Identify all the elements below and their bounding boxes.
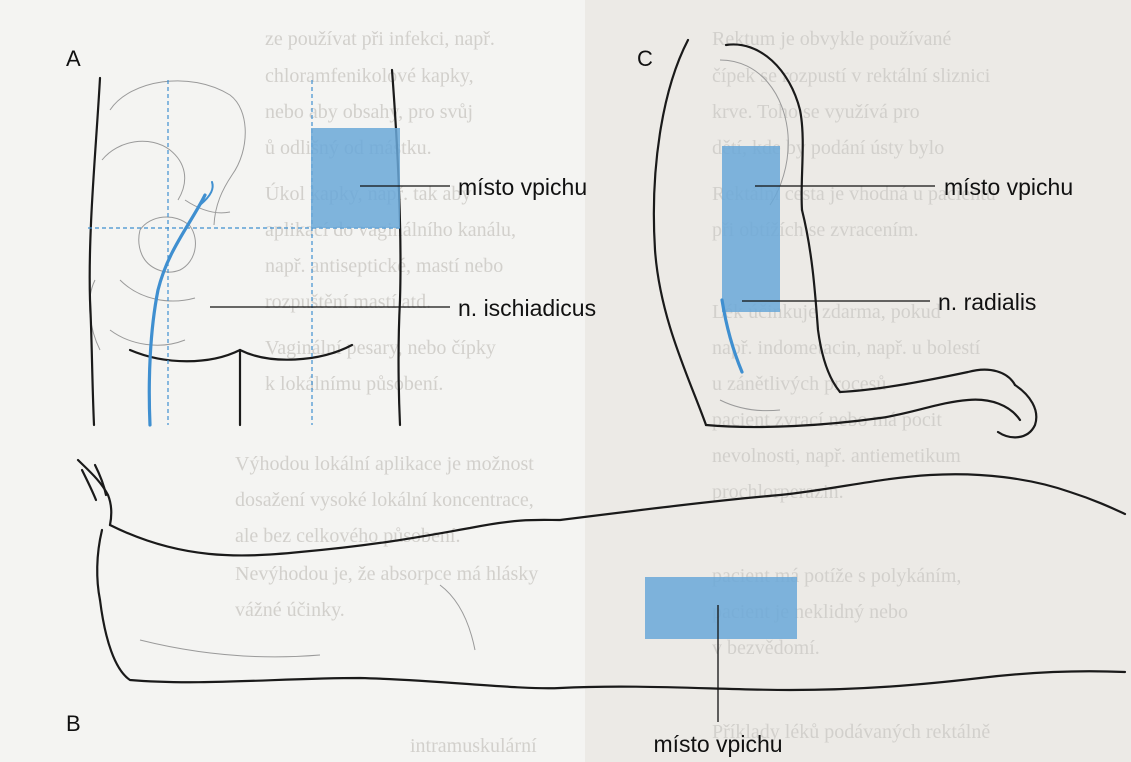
panel-a-letter: A [66, 46, 81, 71]
injection-site-deltoid [722, 146, 780, 312]
nerve-label-c: n. radialis [938, 289, 1036, 315]
bg-text-line: ze používat při infekci, např. [265, 28, 495, 50]
bg-text-line: Nevýhodou je, že absorpce má hlásky [235, 563, 538, 585]
panel-c-letter: C [637, 46, 653, 71]
bg-text-line: chloramfenikolové kapky, [265, 65, 474, 87]
bg-text-line: vážné účinky. [235, 599, 345, 621]
bg-text-line: u zánětlivých procesů [712, 373, 886, 395]
site-label-c: místo vpichu [944, 174, 1073, 200]
bg-text-line: rozpuštění mastí atd. [265, 291, 431, 313]
calf-sketch [140, 640, 320, 657]
bg-text-line: nebo aby obsahy, pro svůj [265, 101, 473, 123]
nerve-label-a: n. ischiadicus [458, 295, 596, 321]
bg-text-line: dosažení vysoké lokální koncentrace, [235, 489, 534, 511]
gluteal-fold-left [130, 350, 240, 361]
right-flank-outline [392, 70, 401, 425]
injection-site-gluteal [311, 128, 400, 228]
injection-site-thigh [645, 577, 797, 639]
bg-text-line: k lokálnímu působení. [265, 373, 443, 395]
site-label-a: místo vpichu [458, 174, 587, 200]
toes-outline [82, 465, 106, 500]
bg-text-line: v bezvědomí. [712, 637, 820, 659]
bg-text-line: krve. Toho se využívá pro [712, 101, 920, 123]
panel-b-letter: B [66, 711, 81, 736]
bg-text-line: čípek se rozpustí v rektální sliznici [712, 65, 991, 87]
bg-text-line: nevolnosti, např. antiemetikum [712, 445, 961, 467]
bg-text-line: intramuskulární [410, 735, 537, 757]
bg-text-line: Výhodou lokální aplikace je možnost [235, 453, 534, 475]
bg-text-line: Vaginální pesary, nebo čípky [265, 337, 496, 359]
site-label-b: místo vpichu [653, 731, 782, 757]
sciatic-nerve [149, 195, 205, 425]
left-flank-outline [90, 78, 100, 425]
knee-sketch [440, 585, 475, 650]
heel-outline [97, 530, 102, 600]
bg-text-line: např. antiseptické, mastí nebo [265, 255, 503, 277]
bg-text-line: např. indometacin, např. u bolestí [712, 337, 981, 359]
